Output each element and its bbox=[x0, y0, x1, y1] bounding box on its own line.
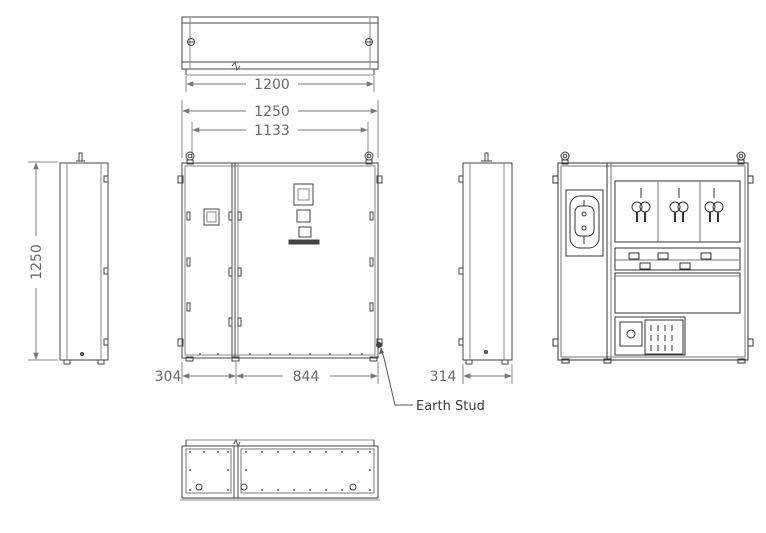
earth-stud bbox=[376, 342, 382, 348]
socket-outline bbox=[569, 195, 600, 249]
internal-view bbox=[552, 151, 754, 364]
dimension-1250-width: 1250 bbox=[181, 100, 379, 158]
dimension-304-844: 304 844 bbox=[155, 362, 379, 385]
left-side-view bbox=[59, 152, 109, 365]
fuse-holder-3 bbox=[704, 188, 724, 222]
dim-1200-label: 1200 bbox=[254, 77, 290, 93]
right-side-view bbox=[458, 152, 513, 365]
fuse-holder-2 bbox=[669, 188, 689, 222]
front-view-bolts bbox=[199, 353, 363, 355]
dimension-1133: 1133 bbox=[191, 122, 369, 158]
gland-hole-middle bbox=[240, 483, 248, 491]
earth-stud-callout: Earth Stud bbox=[379, 347, 485, 414]
dim-304-label: 304 bbox=[155, 369, 182, 385]
lifting-eye-left bbox=[187, 38, 195, 46]
gland-hole-right bbox=[349, 483, 357, 491]
gland-hole-left bbox=[195, 483, 203, 491]
dim-1250-height-label: 1250 bbox=[29, 244, 45, 280]
dimension-1250-height: 1250 bbox=[28, 161, 58, 361]
earth-stud-label: Earth Stud bbox=[416, 399, 485, 414]
dimension-1200: 1200 bbox=[185, 76, 375, 93]
lifting-eye-right bbox=[365, 38, 373, 46]
bottom-view bbox=[180, 438, 380, 501]
front-view bbox=[177, 151, 383, 362]
dim-314-label: 314 bbox=[430, 369, 457, 385]
top-view bbox=[181, 16, 379, 76]
dim-1133-label: 1133 bbox=[254, 123, 290, 139]
right-door-window-upper bbox=[293, 183, 314, 206]
bottom-view-bolts bbox=[189, 451, 371, 491]
handle bbox=[288, 239, 320, 245]
isolator bbox=[619, 321, 643, 347]
dimension-314: 314 bbox=[430, 364, 513, 385]
fuse-holder-1 bbox=[631, 188, 651, 222]
dim-844-label: 844 bbox=[293, 369, 320, 385]
dim-1250-width-label: 1250 bbox=[254, 104, 290, 120]
left-door-window bbox=[203, 208, 220, 226]
socket-plate bbox=[565, 189, 604, 257]
